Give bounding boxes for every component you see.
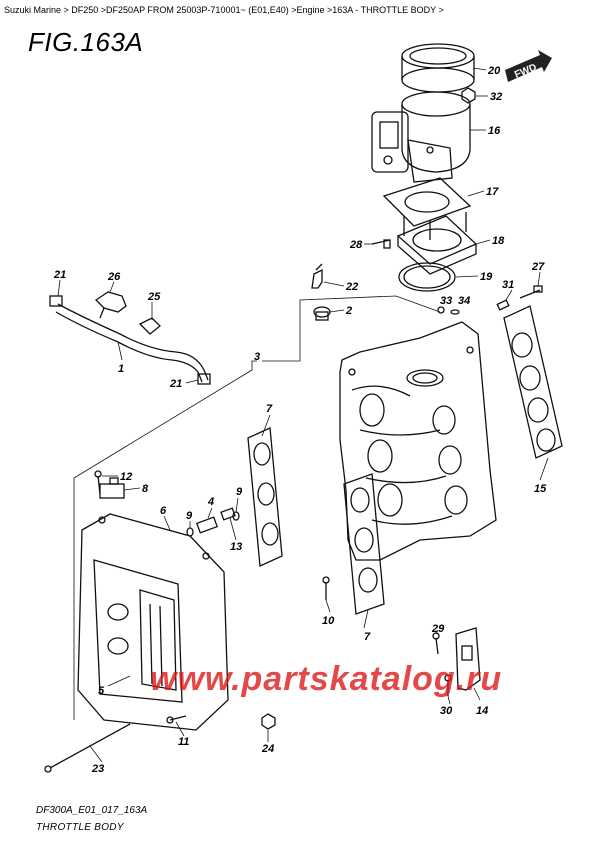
part-10-bolt bbox=[322, 576, 330, 600]
part-14-sensor bbox=[455, 627, 481, 691]
part-16-throttle-body bbox=[371, 91, 471, 183]
callout-7-front[interactable]: 7 bbox=[364, 631, 371, 643]
callout-17[interactable]: 17 bbox=[486, 186, 499, 198]
callout-24[interactable]: 24 bbox=[261, 743, 274, 755]
part-23-bolt bbox=[44, 723, 131, 773]
footer-name: THROTTLE BODY bbox=[36, 822, 124, 833]
callout-26[interactable]: 26 bbox=[107, 271, 121, 283]
part-31-pin bbox=[496, 299, 510, 311]
part-8-sensor bbox=[99, 477, 125, 499]
callout-8[interactable]: 8 bbox=[142, 483, 149, 495]
part-24-nut bbox=[261, 713, 276, 730]
part-30-bolt bbox=[444, 674, 452, 696]
footer-code: DF300A_E01_017_163A bbox=[36, 805, 148, 816]
grouping-brackets bbox=[73, 295, 441, 720]
callout-33[interactable]: 33 bbox=[440, 295, 452, 307]
part-2-plug bbox=[313, 306, 331, 321]
callout-2[interactable]: 2 bbox=[345, 305, 352, 317]
callout-1[interactable]: 1 bbox=[118, 363, 124, 375]
part-25-clip bbox=[138, 317, 161, 335]
callout-9-right[interactable]: 9 bbox=[236, 486, 243, 498]
callout-13[interactable]: 13 bbox=[230, 541, 242, 553]
part-9-oring bbox=[186, 511, 240, 537]
callout-34[interactable]: 34 bbox=[458, 295, 470, 307]
callout-3[interactable]: 3 bbox=[254, 351, 260, 363]
callout-12[interactable]: 12 bbox=[120, 471, 132, 483]
callout-25[interactable]: 25 bbox=[147, 291, 161, 303]
leader-lines bbox=[57, 67, 549, 763]
part-29-bolt bbox=[432, 632, 440, 655]
part-7-gasket-front bbox=[343, 473, 385, 615]
part-4-pipe bbox=[195, 516, 219, 534]
part-1-hose bbox=[55, 303, 209, 383]
part-11-bolt bbox=[166, 715, 187, 724]
part-21-clamp-upper bbox=[49, 295, 63, 307]
part-21-clamp-lower bbox=[197, 373, 211, 385]
part-17-gasket bbox=[382, 177, 472, 227]
watermark: www.partskatalog.ru bbox=[150, 660, 503, 698]
part-7-gasket-left bbox=[247, 427, 283, 567]
callout-labels: 20 32 16 17 28 18 19 21 26 25 22 33 34 3… bbox=[53, 65, 547, 775]
callout-28[interactable]: 28 bbox=[349, 239, 363, 251]
part-15-gasket bbox=[503, 305, 563, 459]
part-6-housing bbox=[77, 513, 229, 731]
fwd-arrow-icon: FWD bbox=[505, 50, 552, 82]
callout-32[interactable]: 32 bbox=[490, 91, 502, 103]
callout-9-left[interactable]: 9 bbox=[186, 510, 193, 522]
callout-4[interactable]: 4 bbox=[207, 496, 214, 508]
part-28-bolt bbox=[371, 239, 391, 249]
callout-5[interactable]: 5 bbox=[98, 685, 105, 697]
callout-6[interactable]: 6 bbox=[160, 505, 167, 517]
callout-10[interactable]: 10 bbox=[322, 615, 335, 627]
callout-23[interactable]: 23 bbox=[91, 763, 104, 775]
figure-title: FIG.163A bbox=[28, 27, 144, 57]
callout-30[interactable]: 30 bbox=[440, 705, 453, 717]
callout-19[interactable]: 19 bbox=[480, 271, 493, 283]
part-33-34-washers bbox=[437, 306, 460, 315]
part-20-seal bbox=[401, 43, 475, 93]
callout-14[interactable]: 14 bbox=[476, 705, 488, 717]
callout-27[interactable]: 27 bbox=[531, 261, 545, 273]
part-13-hose bbox=[220, 507, 236, 521]
part-19-oring bbox=[398, 262, 456, 292]
callout-29[interactable]: 29 bbox=[431, 623, 445, 635]
callout-21-upper[interactable]: 21 bbox=[53, 269, 66, 281]
breadcrumb[interactable]: Suzuki Marine > DF250 >DF250AP FROM 2500… bbox=[4, 5, 444, 15]
part-22-fitting bbox=[311, 263, 323, 289]
part-27-stud bbox=[519, 285, 543, 299]
part-26-bracket bbox=[94, 291, 127, 319]
callout-22[interactable]: 22 bbox=[345, 281, 358, 293]
part-32-nut bbox=[461, 87, 476, 104]
callout-7-left[interactable]: 7 bbox=[266, 403, 273, 415]
callout-16[interactable]: 16 bbox=[488, 125, 501, 137]
callout-11[interactable]: 11 bbox=[178, 736, 189, 748]
part-3-intake-manifold bbox=[339, 321, 497, 561]
callout-18[interactable]: 18 bbox=[492, 235, 505, 247]
callout-21-lower[interactable]: 21 bbox=[169, 378, 182, 390]
callout-15[interactable]: 15 bbox=[534, 483, 547, 495]
callout-31[interactable]: 31 bbox=[502, 279, 514, 291]
callout-20[interactable]: 20 bbox=[487, 65, 501, 77]
